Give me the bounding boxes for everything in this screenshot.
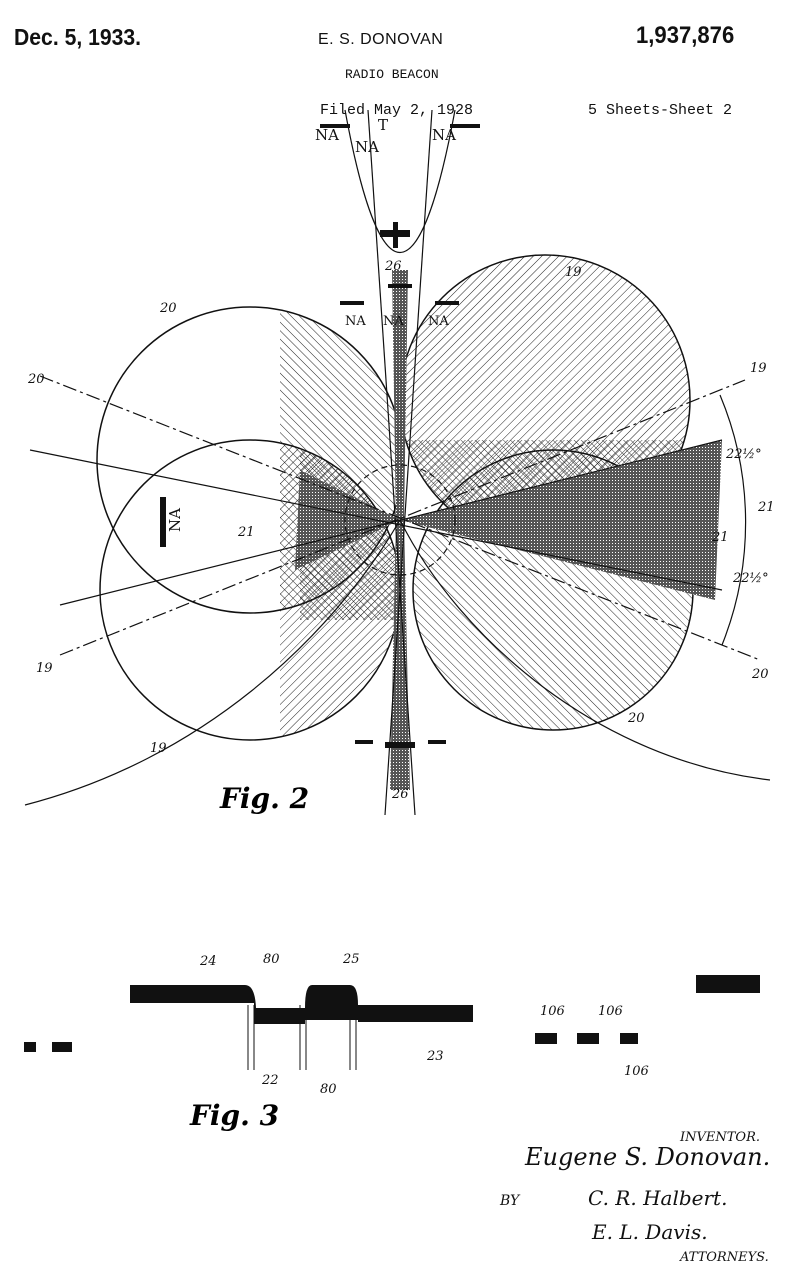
svg-text:26: 26 (384, 259, 402, 274)
svg-text:22: 22 (261, 1073, 279, 1088)
svg-text:106: 106 (624, 1064, 649, 1079)
attorney-signature-1: C. R. Halbert. (588, 1186, 728, 1210)
svg-text:80: 80 (320, 1082, 337, 1097)
fig3-label: Fig. 3 (189, 1099, 279, 1132)
patent-title: RADIO BEACON (345, 67, 439, 82)
svg-text:T: T (378, 116, 388, 134)
svg-text:21: 21 (711, 530, 729, 545)
svg-text:20: 20 (159, 301, 177, 316)
svg-text:22½°: 22½° (732, 571, 769, 586)
svg-text:23: 23 (426, 1049, 444, 1064)
by-label: BY (500, 1193, 520, 1209)
svg-text:NA: NA (383, 314, 404, 329)
svg-text:19: 19 (750, 361, 767, 376)
attorney-signature-2: E. L. Davis. (592, 1220, 708, 1244)
sheet-count: 5 Sheets-Sheet 2 (588, 102, 733, 119)
svg-text:106: 106 (540, 1004, 565, 1019)
svg-text:20: 20 (627, 711, 645, 726)
svg-text:22½°: 22½° (725, 447, 762, 462)
svg-text:21: 21 (237, 525, 255, 540)
svg-text:NA: NA (166, 508, 184, 532)
svg-text:NA: NA (428, 314, 449, 329)
inventor-signature: Eugene S. Donovan. (525, 1143, 771, 1171)
svg-text:NA: NA (315, 126, 339, 144)
svg-text:80: 80 (263, 952, 280, 967)
svg-text:21: 21 (757, 500, 775, 515)
fig2-label: Fig. 2 (219, 782, 309, 815)
svg-text:25: 25 (342, 952, 360, 967)
patent-date: Dec. 5, 1933. (14, 24, 142, 50)
inventor-name: E. S. DONOVAN (318, 31, 444, 48)
svg-text:NA: NA (355, 138, 379, 156)
svg-text:106: 106 (598, 1004, 623, 1019)
inventor-label: INVENTOR. (680, 1130, 761, 1145)
filed-date: Filed May 2, 1928 (320, 102, 474, 119)
equisignal-wedge-right (400, 440, 722, 600)
patent-number: 1,937,876 (636, 22, 735, 49)
svg-text:NA: NA (432, 126, 456, 144)
svg-text:24: 24 (199, 954, 217, 969)
svg-text:20: 20 (751, 667, 769, 682)
svg-text:20: 20 (27, 372, 45, 387)
attorneys-label: ATTORNEYS. (680, 1250, 769, 1265)
svg-text:19: 19 (150, 741, 167, 756)
svg-text:NA: NA (345, 314, 366, 329)
figure-3-drawing (24, 985, 638, 1052)
svg-text:19: 19 (565, 265, 582, 280)
svg-text:26: 26 (391, 787, 409, 802)
svg-text:19: 19 (36, 661, 53, 676)
equisignal-wedge-left (295, 470, 400, 570)
